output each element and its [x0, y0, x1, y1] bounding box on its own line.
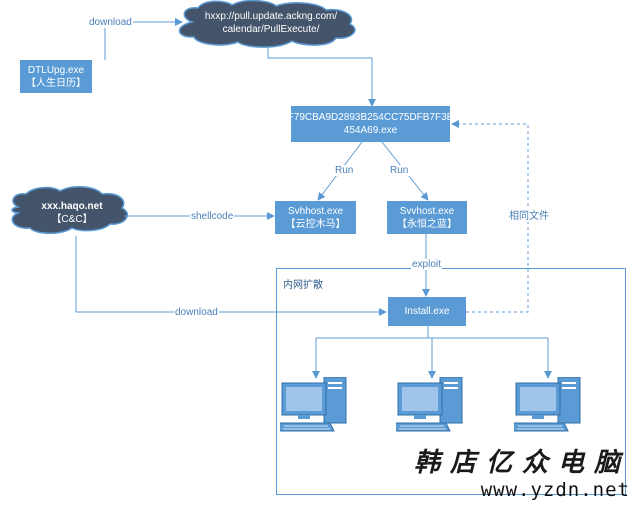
cnc-cloud-shape [11, 186, 128, 234]
edge-label-download-top: download [88, 17, 133, 28]
svhhost-line1: Svhhost.exe [287, 205, 344, 217]
update-url-cloud: hxxp://pull.update.ackng.com/ calendar/P… [196, 10, 346, 36]
watermark: 韩店亿众电脑 www.yzdn.net [414, 442, 630, 501]
update-url-line1: hxxp://pull.update.ackng.com/ [204, 11, 338, 22]
edge-label-exploit: exploit [411, 259, 442, 270]
intranet-spread-group [276, 268, 626, 495]
edge-label-shellcode: shellcode [190, 211, 235, 222]
watermark-url: www.yzdn.net [480, 479, 630, 501]
watermark-chinese: 韩店亿众电脑 [413, 448, 630, 478]
cnc-line1: xxx.haqo.net [41, 201, 103, 212]
install-node: Install.exe [388, 297, 466, 326]
edge-label-download-bottom: download [174, 307, 219, 318]
computer-icon [396, 377, 463, 432]
computer-icon [514, 377, 581, 432]
svhhost-node: Svhhost.exe 【云控木马】 [275, 201, 356, 234]
cnc-cloud: xxx.haqo.net 【C&C】 [22, 200, 122, 226]
payload-line1: F79CBA9D2893B254CC75DFB7F3E [287, 112, 454, 123]
svhhost-line2: 【云控木马】 [285, 218, 346, 230]
svvhost-line1: Svvhost.exe [399, 205, 455, 217]
dtlupg-node: DTLUpg.exe 【人生日历】 [20, 60, 92, 93]
dtlupg-line1: DTLUpg.exe [27, 64, 85, 76]
edge-label-run-left: Run [334, 165, 355, 176]
install-label: Install.exe [404, 306, 450, 317]
edge-cloud-to-payload [267, 46, 376, 107]
edge-label-run-right: Run [389, 165, 410, 176]
edge-download-bottom [75, 236, 387, 316]
update-url-cloud-shape [178, 0, 356, 48]
cnc-line2: 【C&C】 [51, 214, 93, 225]
payload-line2: 454A69.exe [343, 125, 398, 136]
svvhost-node: Svvhost.exe 【永恒之蓝】 [387, 201, 467, 234]
payload-node: F79CBA9D2893B254CC75DFB7F3E 454A69.exe [288, 106, 453, 142]
computer-icon [280, 377, 347, 432]
dtlupg-line2: 【人生日历】 [26, 77, 86, 89]
edge-label-same-file: 相同文件 [508, 207, 550, 222]
group-title: 内网扩散 [283, 280, 323, 291]
update-url-line2: calendar/PullExecute/ [222, 24, 320, 35]
svvhost-line2: 【永恒之蓝】 [397, 218, 457, 230]
